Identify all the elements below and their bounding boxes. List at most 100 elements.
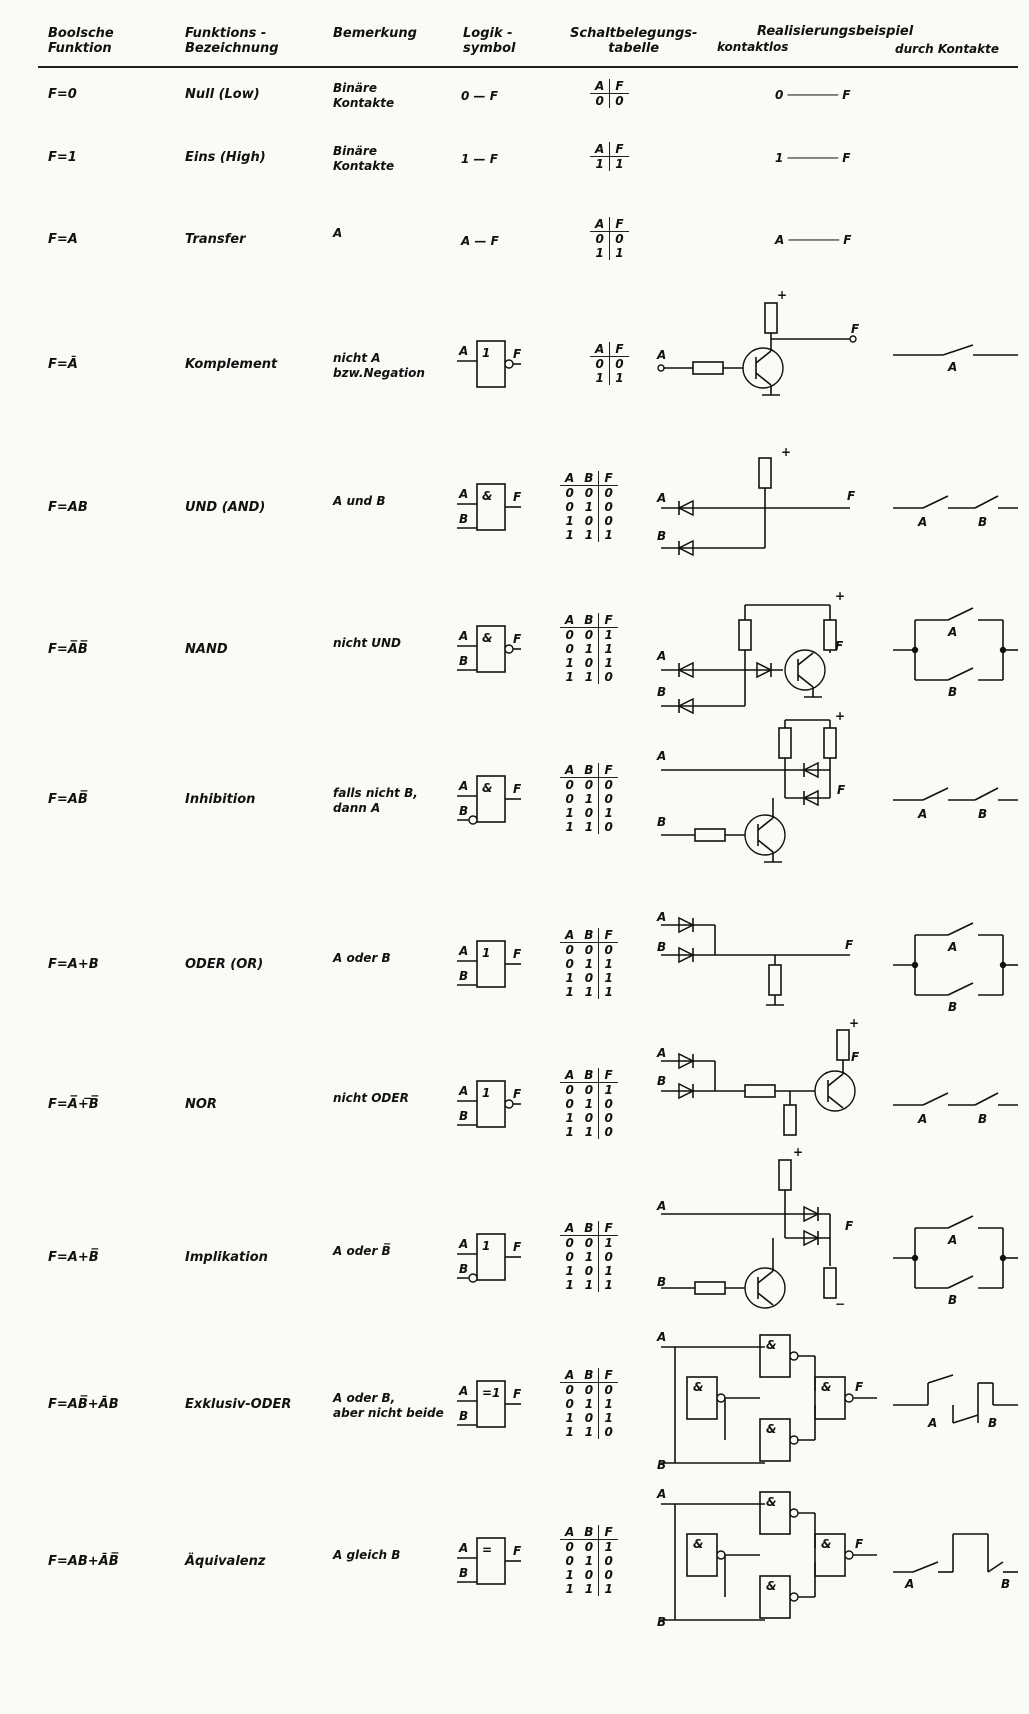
contactless-circuit: AB+F [656, 1016, 860, 1136]
truth-table-cell: 1 [609, 371, 629, 385]
negation-bubble [716, 1393, 726, 1403]
truth-table-cell: 1 [595, 157, 604, 171]
contact-a-label: A [947, 360, 957, 374]
diode [803, 1205, 820, 1223]
input-b-label: B [459, 1409, 468, 1423]
contact-b-label: B [978, 807, 987, 821]
resistor [764, 302, 778, 334]
header-bezeichnung: Funktions - Bezeichnung [185, 26, 279, 56]
contactless-circuit: AB+−F [656, 1145, 854, 1311]
output-label: F [513, 1240, 522, 1254]
truth-table-header: F [598, 1068, 618, 1083]
gate-symbol: & [766, 1338, 776, 1352]
input-b-label: B [657, 1615, 666, 1629]
truth-table-header: A [560, 613, 580, 628]
logic-symbol: &ABF [457, 625, 522, 673]
truth-table-cell: 0 [598, 777, 618, 792]
truth-table-cell: 0 [565, 792, 574, 806]
truth-table-header: A [560, 928, 580, 943]
input-a-label: A [656, 1487, 666, 1501]
node [999, 646, 1007, 654]
input-b-label: B [657, 685, 666, 699]
input-a-label: A [656, 1046, 666, 1060]
wire [922, 495, 949, 509]
contactless-circuit: A ─────── F [774, 233, 852, 247]
contact-b-label: B [948, 1293, 957, 1307]
truth-table-cell: 0 [598, 792, 618, 806]
negation-bubble [504, 359, 514, 369]
contact-a-label: A [904, 1577, 914, 1591]
truth-table-cell: 1 [565, 1278, 574, 1292]
function-name: Inhibition [185, 792, 256, 807]
node [911, 961, 919, 969]
truth-table-cell: 1 [565, 820, 574, 834]
input-b-label: B [459, 1566, 468, 1580]
truth-table-cell: 0 [584, 1540, 594, 1554]
negation-bubble [716, 1550, 726, 1560]
truth-table-cell: 1 [584, 792, 594, 806]
truth-table-cell: 0 [609, 356, 629, 371]
truth-table-cell: 1 [598, 1264, 618, 1278]
truth-table-cell: 0 [565, 1554, 574, 1568]
resistor [823, 727, 837, 759]
function-name: ODER (OR) [185, 957, 264, 972]
truth-table-header: B [579, 1368, 599, 1383]
gate-symbol: 1 [482, 1086, 490, 1100]
output-label: F [513, 632, 522, 646]
truth-table-header: A [560, 471, 580, 486]
resistor [836, 1029, 850, 1061]
boolean-function: F=A̅+̅B̅ [48, 1097, 99, 1112]
contact-circuit: A [893, 344, 1018, 374]
truth-table-cell: 1 [598, 1539, 618, 1554]
resistor [694, 1281, 726, 1295]
negation-bubble [468, 1273, 478, 1283]
truth-table-cell: 0 [565, 1397, 574, 1411]
output-label: F [837, 783, 846, 797]
truth-table-cell: 0 [565, 486, 574, 500]
contact-a-label: A [947, 625, 957, 639]
logic-symbol: &ABF [457, 483, 522, 531]
header-kontakte: durch Kontakte [895, 42, 1000, 56]
terminal [657, 364, 665, 372]
wire [942, 344, 974, 356]
input-a-label: A [656, 491, 666, 505]
output-label: F [847, 489, 856, 503]
truth-table-cell: 0 [598, 514, 618, 528]
truth-table-cell: 0 [598, 942, 618, 957]
truth-table-cell: 0 [584, 514, 594, 528]
truth-table-cell: 1 [598, 1082, 618, 1097]
truth-table-cell: 0 [584, 943, 594, 957]
function-name: Eins (High) [185, 150, 266, 165]
diode [802, 761, 819, 779]
truth-table-cell: 0 [565, 1540, 574, 1554]
contact-a-label: A [947, 940, 957, 954]
contact-b-label: B [978, 1112, 987, 1126]
transistor-emitter [797, 674, 814, 688]
truth-table-header: F [598, 928, 618, 943]
gate-symbol: & [766, 1495, 776, 1509]
boolean-function: F=Ā [48, 357, 78, 372]
remark: nicht A bzw.Negation [333, 351, 425, 380]
diode [678, 1052, 695, 1070]
contactless-circuit: AB+F [656, 445, 856, 557]
truth-table-cell: 0 [565, 1250, 574, 1264]
contact-b-label: B [988, 1416, 997, 1430]
truth-table-cell: 0 [598, 820, 618, 834]
remark: A und B [333, 494, 386, 508]
truth-table-cell: 0 [609, 93, 629, 108]
truth-table-cell: 1 [565, 656, 574, 670]
truth-table-cell: 0 [598, 1425, 618, 1439]
contact-circuit [893, 185, 1023, 295]
truth-table-header: F [598, 1525, 618, 1540]
gate-symbol: & [482, 781, 492, 795]
truth-table-cell: 1 [598, 1278, 618, 1292]
boolean-function: F=1 [48, 150, 77, 165]
contact-a-label: A [917, 515, 927, 529]
truth-table-cell: 1 [598, 642, 618, 656]
contactless-circuit: A+F [656, 288, 860, 396]
truth-table-cell: 1 [584, 1125, 594, 1139]
negation-bubble [789, 1592, 799, 1602]
